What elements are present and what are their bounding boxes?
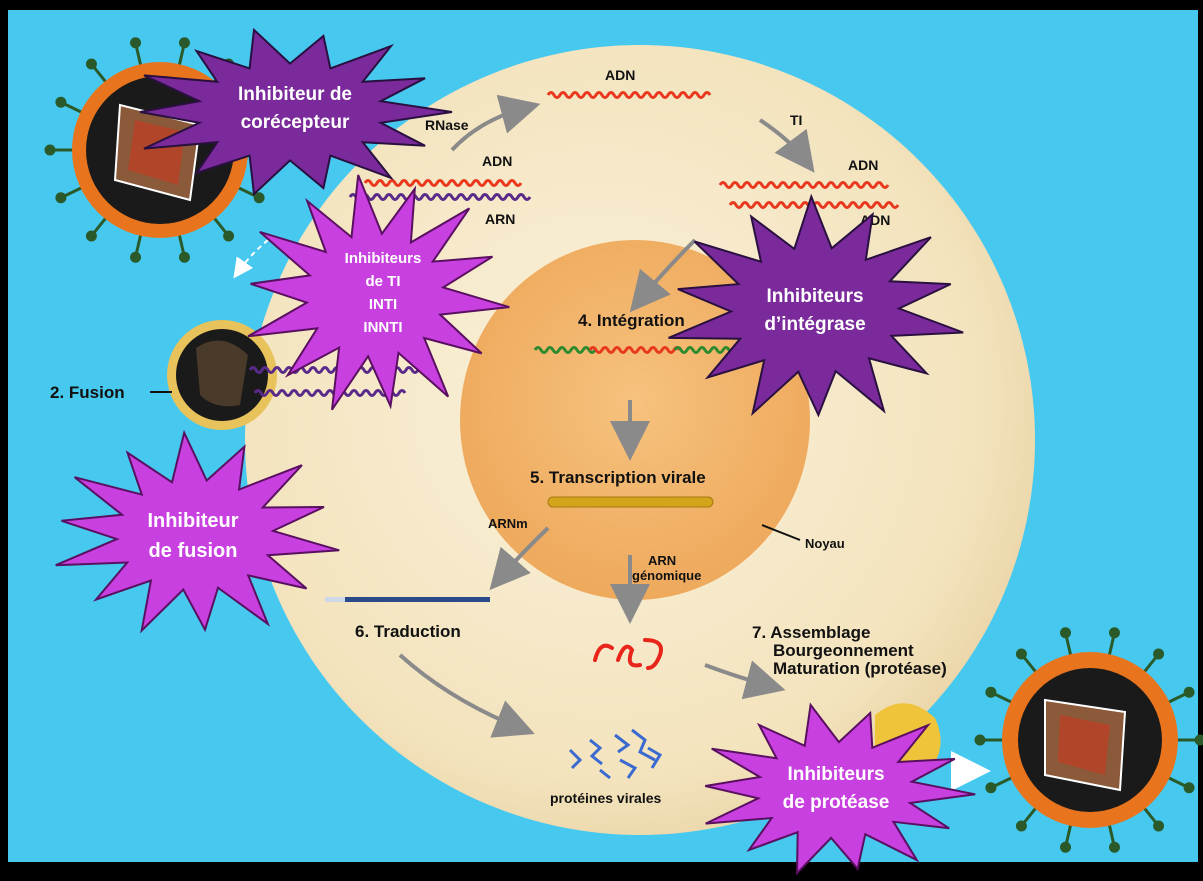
label-adn-top: ADN <box>605 67 635 83</box>
virus-spike-tip <box>132 39 140 47</box>
virus-fusion <box>167 320 277 430</box>
virus-spike-tip <box>1017 822 1025 830</box>
virus-spike-tip <box>1017 650 1025 658</box>
virus-spike-tip <box>225 232 233 240</box>
virus-spike-tip <box>1196 736 1203 744</box>
virus-spike-tip <box>255 194 263 202</box>
burst-corecepteur-line2: corécepteur <box>241 112 350 133</box>
label-arn: ARN <box>648 553 676 568</box>
step-assemblage: 7. Assemblage <box>752 623 870 642</box>
label-genomique: génomique <box>632 568 701 583</box>
virus-spike-tip <box>1110 629 1118 637</box>
burst-ti-line3: INTI <box>369 296 397 313</box>
dna-strand-left <box>365 181 521 186</box>
virus-spike-tip <box>180 253 188 261</box>
burst-corecepteur-line1: Inhibiteur de <box>238 84 352 105</box>
virus-spike-tip <box>1110 843 1118 851</box>
virus-spike-tip <box>87 60 95 68</box>
step-traduction: 6. Traduction <box>355 622 461 641</box>
virus-spike-tip <box>46 146 54 154</box>
step-maturation: Maturation (protéase) <box>773 659 947 678</box>
label-proteines-virales: protéines virales <box>550 790 661 806</box>
step-transcription: 5. Transcription virale <box>530 468 706 487</box>
label-arn-left: ARN <box>485 211 515 227</box>
burst-ti-line4: INNTI <box>363 319 402 336</box>
step-fusion: 2. Fusion <box>50 383 125 402</box>
burst-integrase-line1: Inhibiteurs <box>766 286 863 307</box>
virus-spike-tip <box>1185 688 1193 696</box>
step-integration: 4. Intégration <box>578 311 685 330</box>
burst-protease-line1: Inhibiteurs <box>787 764 884 785</box>
virus-spike-tip <box>987 688 995 696</box>
label-noyau: Noyau <box>805 536 845 551</box>
virus-spike-tip <box>1155 822 1163 830</box>
virus-spike-tip <box>57 194 65 202</box>
burst-protease-line2: de protéase <box>783 792 890 813</box>
label-adn-right-1: ADN <box>848 157 878 173</box>
burst-ti-line1: Inhibiteurs <box>345 250 422 267</box>
burst-ti-line2: de TI <box>365 273 400 290</box>
virus-spike-tip <box>976 736 984 744</box>
virus-spike-tip <box>57 98 65 106</box>
virus-spike-tip <box>87 232 95 240</box>
label-rnase: RNase <box>425 117 469 133</box>
virus-spike-tip <box>987 784 995 792</box>
virus-spike-tip <box>132 253 140 261</box>
virus-spike-tip <box>1185 784 1193 792</box>
step-bourgeonnement: Bourgeonnement <box>773 641 914 660</box>
transcript-bar <box>548 497 713 507</box>
mrna-bar <box>345 597 490 602</box>
virus-spike-tip <box>1062 843 1070 851</box>
burst-integrase-line2: d’intégrase <box>764 314 865 335</box>
burst-fusion-line1: Inhibiteur <box>147 510 238 532</box>
burst-fusion-line2: de fusion <box>149 540 238 562</box>
virus-spike-tip <box>1155 650 1163 658</box>
label-ti: TI <box>790 112 802 128</box>
label-adn-left: ADN <box>482 153 512 169</box>
virus-spike-tip <box>180 39 188 47</box>
virus-spike-tip <box>1062 629 1070 637</box>
label-arnm: ARNm <box>488 516 528 531</box>
